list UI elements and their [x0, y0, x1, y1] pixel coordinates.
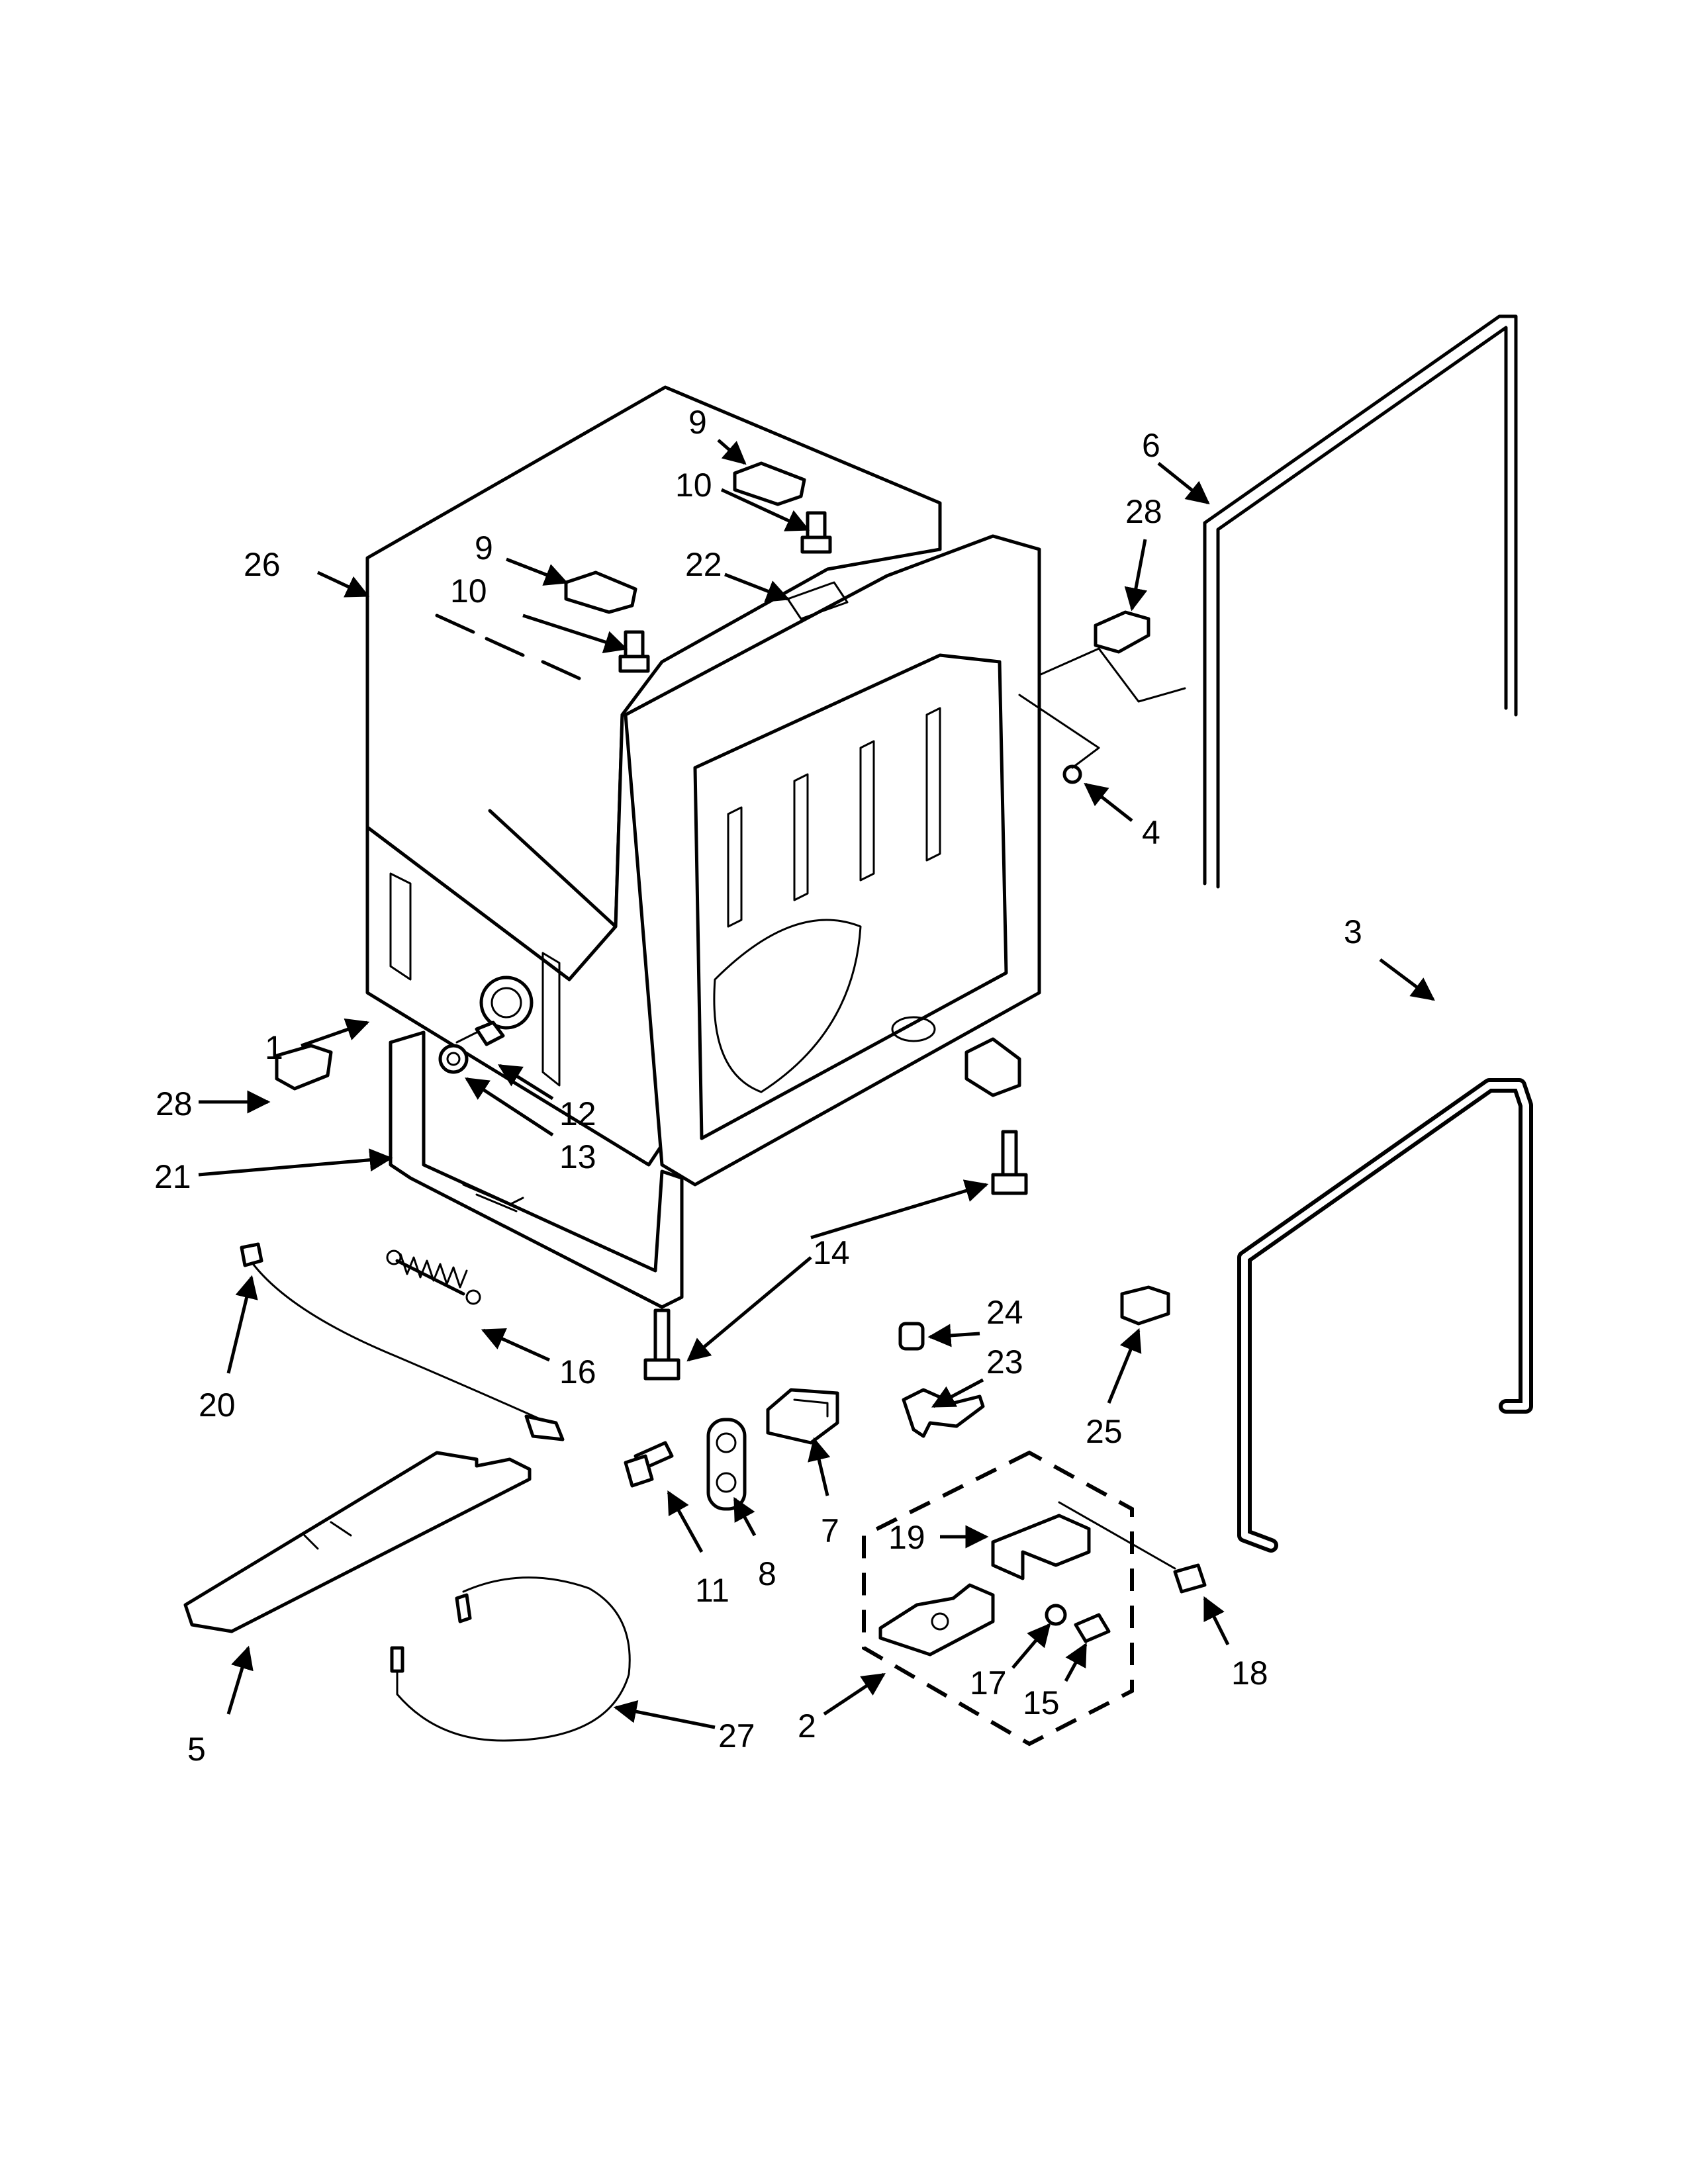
- leader-lines: [198, 439, 1435, 1729]
- callout-14: 14: [813, 1234, 850, 1271]
- kit-base: [878, 1583, 995, 1657]
- callout-18: 18: [1231, 1655, 1268, 1692]
- callout-11: 11: [695, 1572, 729, 1609]
- latch-7: [766, 1388, 839, 1445]
- tub-sump-bowl: [713, 919, 862, 1093]
- tub-front-opening: [693, 653, 1008, 1140]
- hinge-upper: [733, 461, 806, 506]
- tub-base-frame: [389, 1030, 684, 1309]
- callout-6: 6: [1142, 427, 1160, 464]
- callout-26: 26: [244, 546, 281, 583]
- tub-right-leg: [964, 1037, 1021, 1097]
- callout-21: 21: [154, 1158, 191, 1195]
- clip-4: [1062, 764, 1082, 784]
- callout-8: 8: [758, 1555, 776, 1592]
- callout-13: 13: [559, 1138, 596, 1175]
- leveling-leg-left: [643, 1308, 680, 1381]
- cover-19: [991, 1514, 1091, 1580]
- door-gasket-3: [1237, 1078, 1533, 1553]
- tub-drain-cap: [891, 1016, 936, 1042]
- callout-7: 7: [821, 1512, 839, 1549]
- callout-24: 24: [986, 1294, 1023, 1331]
- hinge-screw-upper: [800, 511, 832, 554]
- door-cable-20: [240, 1242, 565, 1441]
- latch-cam-8: [706, 1418, 747, 1511]
- callout-16: 16: [559, 1353, 596, 1390]
- callout-28a: 28: [1125, 493, 1162, 530]
- leveling-leg-right: [991, 1130, 1028, 1195]
- callout-19: 19: [888, 1519, 925, 1556]
- bumper-upper: [1094, 610, 1150, 654]
- tub-gasket-6: [1203, 314, 1518, 889]
- door-spring-16: [386, 1250, 481, 1305]
- tub-top-bracket: [786, 581, 849, 620]
- callout-25: 25: [1086, 1413, 1123, 1450]
- bracket-23: [902, 1388, 985, 1438]
- callout-10b: 10: [450, 572, 487, 610]
- callout-3: 3: [1344, 913, 1362, 950]
- kick-panel-5: [183, 1451, 532, 1633]
- callout-1: 1: [265, 1029, 283, 1066]
- callout-15: 15: [1023, 1684, 1060, 1721]
- sensor-24: [898, 1322, 925, 1351]
- kit-boundary-2: [862, 1450, 1134, 1747]
- gear-nut-13: [438, 1044, 469, 1074]
- callout-9a: 9: [688, 404, 707, 441]
- callout-20: 20: [199, 1387, 236, 1424]
- tub-assembly: [365, 385, 1041, 1309]
- callout-4: 4: [1142, 814, 1160, 851]
- callout-10a: 10: [675, 467, 712, 504]
- callout-2: 2: [798, 1707, 816, 1745]
- hinge-lower: [564, 570, 637, 614]
- hinge-screw-lower: [618, 630, 650, 673]
- callout-27: 27: [718, 1717, 755, 1754]
- screw-12: [455, 1021, 505, 1046]
- washer-17: [1045, 1604, 1067, 1626]
- callout-23: 23: [986, 1343, 1023, 1381]
- callout-17: 17: [970, 1664, 1007, 1702]
- screw-18: [1173, 1563, 1207, 1594]
- tub-side-port: [479, 976, 534, 1030]
- screw-15: [1074, 1613, 1111, 1643]
- callout-5: 5: [187, 1731, 206, 1768]
- callout-labels: 1 2 3 4 5 6 7 8 9 9 10 10 11 12 13 14 15…: [154, 404, 1362, 1768]
- wire-harness-27: [390, 1576, 631, 1742]
- screw-11: [624, 1441, 674, 1488]
- blanket-edge: [488, 809, 618, 929]
- callout-12: 12: [559, 1095, 596, 1132]
- blanket-dash-marks: [435, 614, 581, 680]
- bumper-lower: [275, 1044, 333, 1091]
- callout-22: 22: [685, 546, 722, 583]
- callout-28b: 28: [156, 1085, 193, 1122]
- callout-9b: 9: [475, 529, 493, 567]
- clip-25: [1120, 1285, 1170, 1326]
